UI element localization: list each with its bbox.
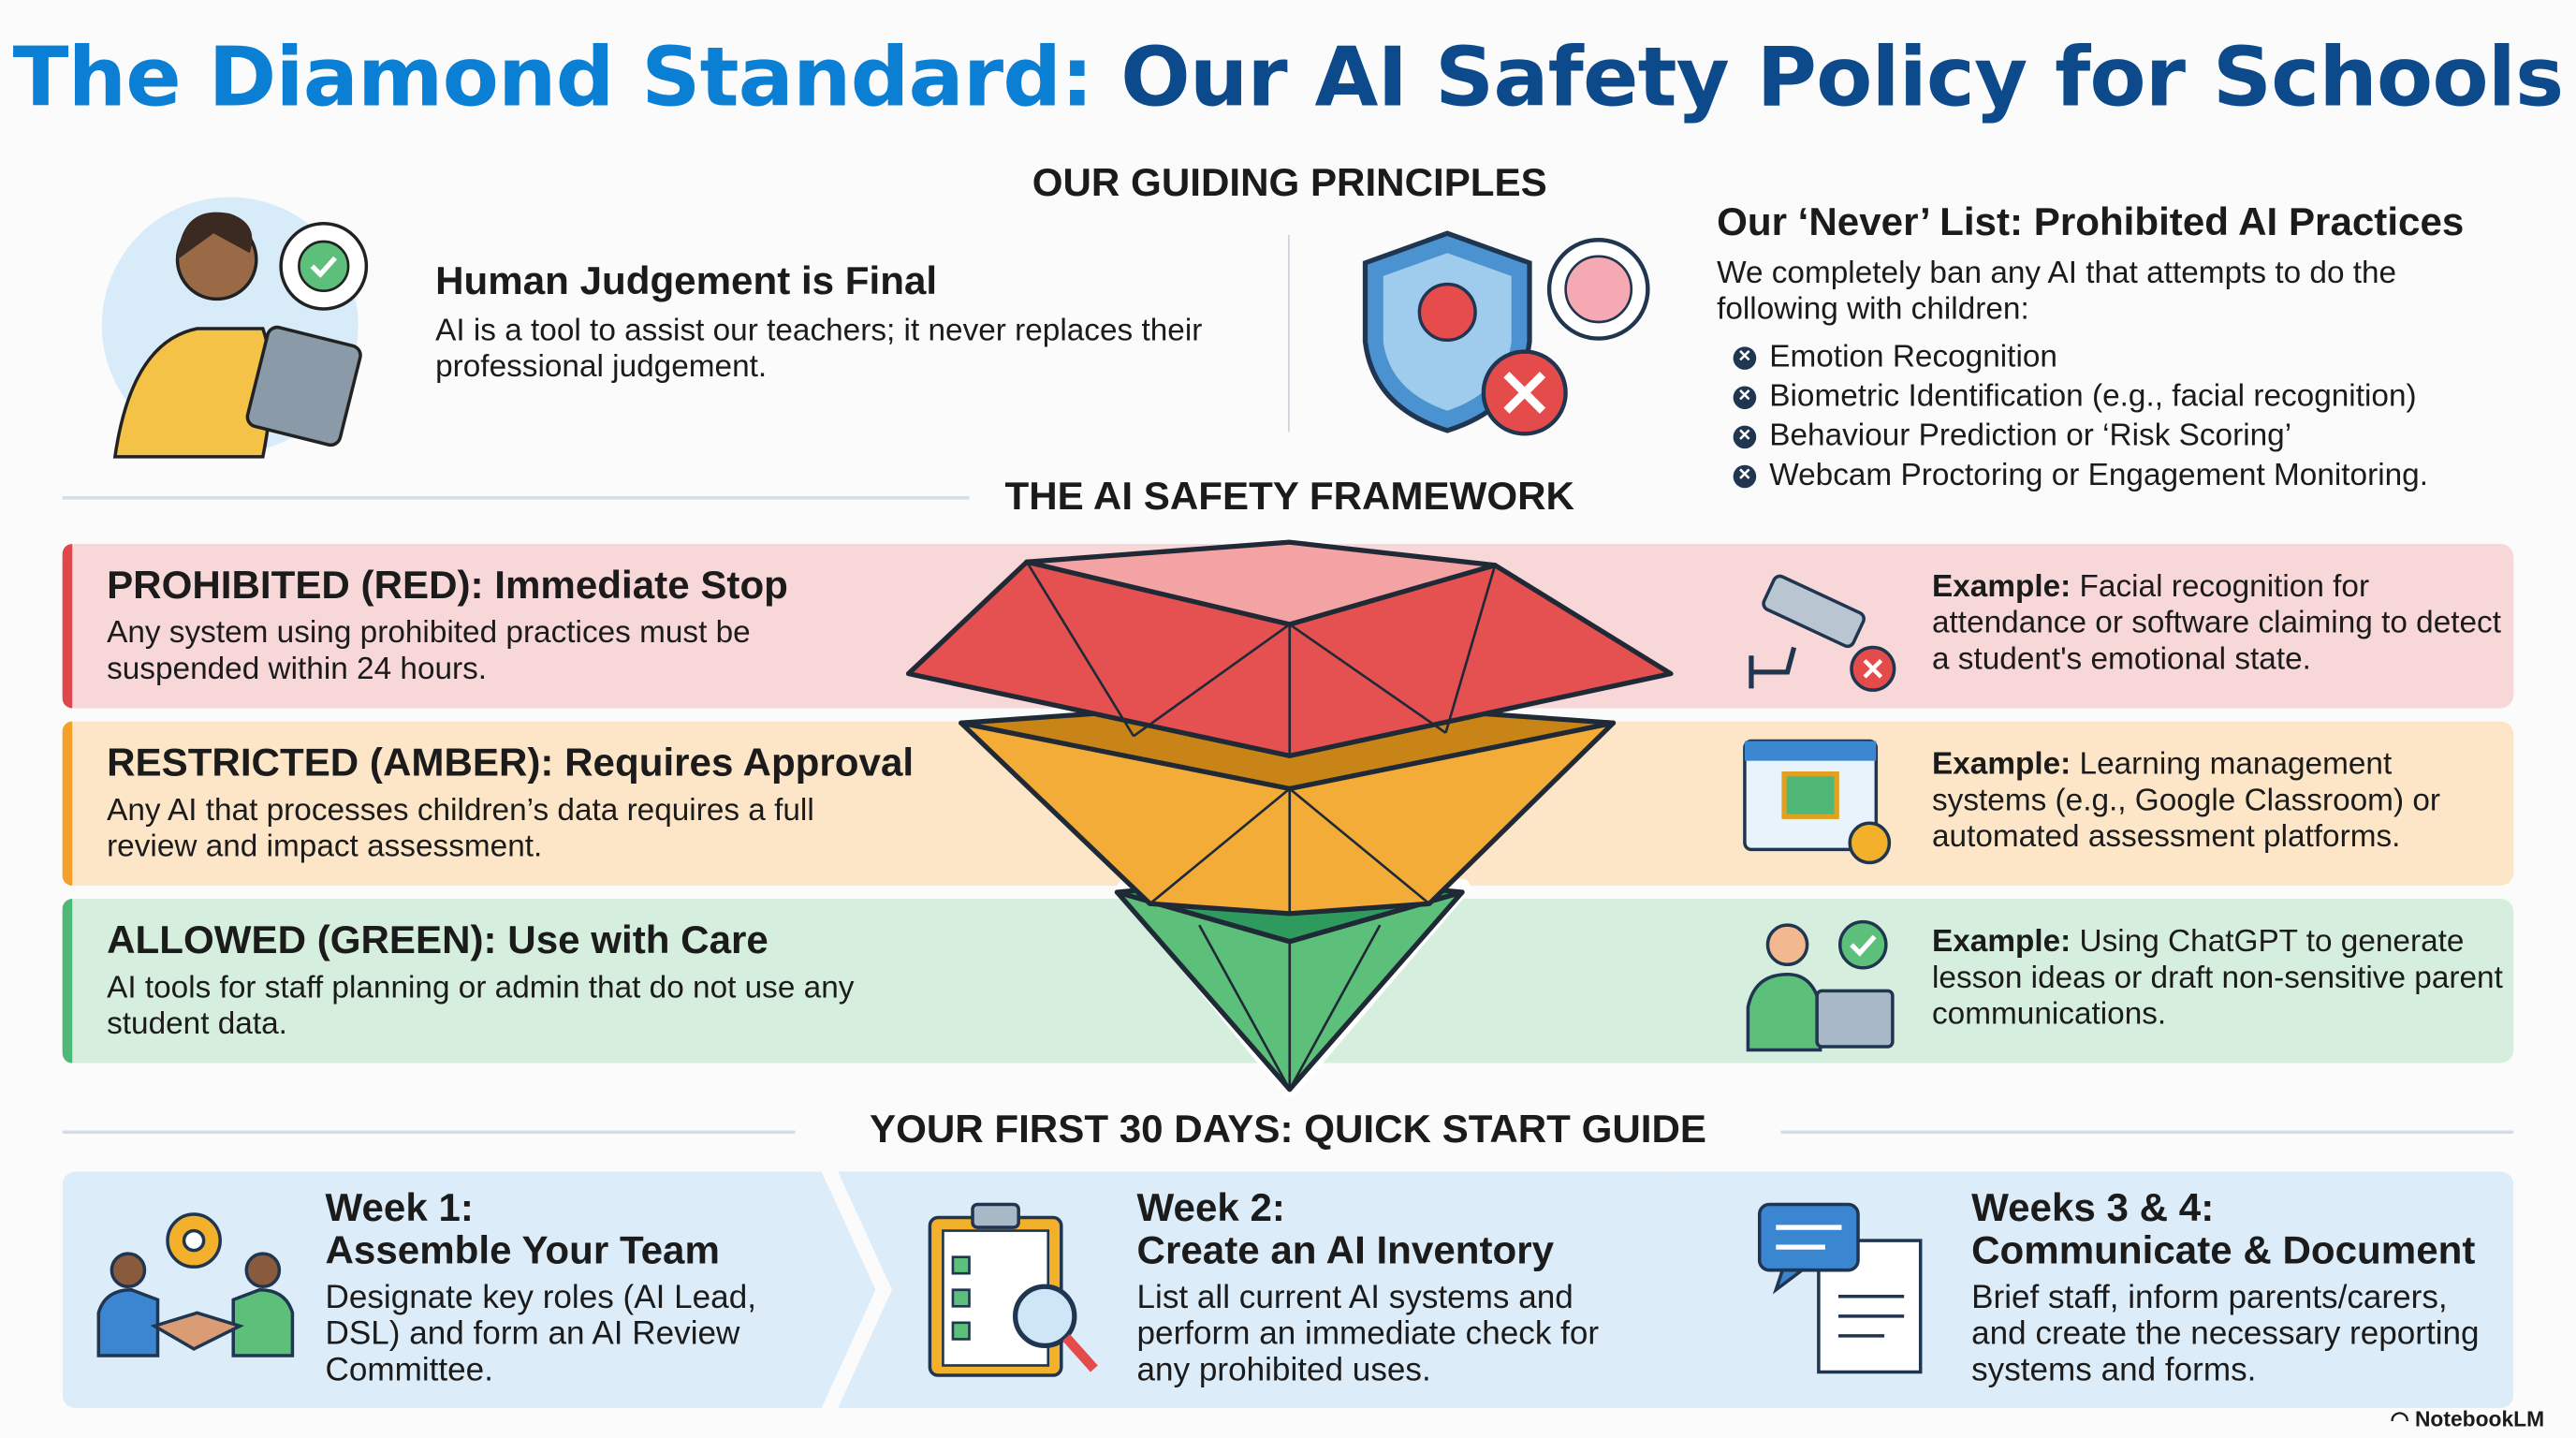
tier-color-bar <box>62 899 73 1064</box>
diamond-graphic <box>905 539 1674 1098</box>
tier-title: PROHIBITED (RED): Immediate Stop <box>107 563 788 609</box>
x-circle-icon: ✕ <box>1733 425 1757 449</box>
example-label: Example: <box>1931 570 2071 605</box>
step-week: Week 1: <box>325 1186 474 1231</box>
step-weeks-3-4: Weeks 3 & 4: Communicate & Document Brie… <box>1670 1171 2514 1409</box>
step-title: Assemble Your Team <box>325 1228 720 1274</box>
tier-title: RESTRICTED (AMBER): Requires Approval <box>107 741 915 785</box>
step-week-2: Week 2: Create an AI Inventory List all … <box>838 1171 1725 1409</box>
step-title: Communicate & Document <box>1971 1228 2476 1274</box>
tier-body: Any AI that processes children’s data re… <box>107 793 814 865</box>
item-text: Webcam Proctoring or Engagement Monitori… <box>1769 458 2428 493</box>
tier-color-bar <box>62 721 73 886</box>
quickstart-heading: YOUR FIRST 30 DAYS: QUICK START GUIDE <box>795 1107 1781 1154</box>
notebooklm-brand: ◠ NotebookLM <box>2390 1406 2545 1431</box>
example-label: Example: <box>1931 925 2071 960</box>
example-text: Learning management systems (e.g., Googl… <box>1931 747 2440 855</box>
divider <box>1287 234 1290 433</box>
framework-heading: THE AI SAFETY FRAMEWORK <box>1004 475 1574 520</box>
example-text: Using ChatGPT to generate lesson ideas o… <box>1931 925 2503 1033</box>
lms-window-gear-icon <box>1743 739 1892 865</box>
never-list: ✕ Emotion Recognition ✕ Biometric Identifi… <box>1733 339 2428 496</box>
human-judgement-body: AI is a tool to assist our teachers; it … <box>435 314 1203 385</box>
x-circle-icon: ✕ <box>1733 386 1757 410</box>
shield-brain-prohibited-icon <box>1362 230 1650 436</box>
step-body: Brief staff, inform parents/carers, and … <box>1971 1280 2480 1389</box>
brand-text: NotebookLM <box>2414 1406 2545 1431</box>
teacher-with-tablet-icon <box>101 197 369 459</box>
never-list-item: ✕ Behaviour Prediction or ‘Risk Scoring’ <box>1733 418 2428 457</box>
tier-body: AI tools for staff planning or admin tha… <box>107 971 855 1042</box>
tier-example: Example: Using ChatGPT to generate lesso… <box>1932 925 2507 1034</box>
item-text: Biometric Identification (e.g., facial r… <box>1769 379 2417 415</box>
example-label: Example: <box>1931 747 2071 783</box>
divider <box>62 496 970 500</box>
example-text: Facial recognition for attendance or sof… <box>1931 570 2502 678</box>
step-week: Weeks 3 & 4: <box>1971 1186 2215 1231</box>
team-handshake-gear-icon <box>96 1212 295 1357</box>
never-list-item: ✕ Webcam Proctoring or Engagement Monitor… <box>1733 457 2428 496</box>
never-list-item: ✕ Biometric Identification (e.g., facial … <box>1733 378 2428 418</box>
step-week: Week 2: <box>1136 1186 1285 1231</box>
title-part1: The Diamond Standard: <box>12 29 1094 125</box>
x-circle-icon: ✕ <box>1733 346 1757 370</box>
tier-title: ALLOWED (GREEN): Use with Care <box>107 918 768 963</box>
tier-body: Any system using prohibited practices mu… <box>107 616 751 687</box>
guiding-principles-heading: OUR GUIDING PRINCIPLES <box>1032 160 1547 206</box>
step-week-1: Week 1: Assemble Your Team Designate key… <box>62 1171 876 1409</box>
tier-color-bar <box>62 543 73 709</box>
tier-example: Example: Facial recognition for attendan… <box>1932 570 2507 679</box>
item-text: Behaviour Prediction or ‘Risk Scoring’ <box>1769 418 2292 454</box>
page-title: The Diamond Standard: Our AI Safety Poli… <box>0 30 2576 125</box>
step-title: Create an AI Inventory <box>1136 1228 1555 1274</box>
clipboard-checklist-icon <box>928 1202 1098 1377</box>
step-body: Designate key roles (AI Lead, DSL) and f… <box>325 1280 757 1389</box>
never-list-title: Our ‘Never’ List: Prohibited AI Practice… <box>1717 200 2465 245</box>
person-laptop-check-icon <box>1746 919 1895 1052</box>
x-circle-icon: ✕ <box>1733 464 1757 489</box>
never-list-intro: We completely ban any AI that attempts t… <box>1717 256 2397 328</box>
tier-example: Example: Learning management systems (e.… <box>1932 748 2507 857</box>
security-camera-icon <box>1749 574 1896 692</box>
item-text: Emotion Recognition <box>1769 340 2057 375</box>
human-judgement-title: Human Judgement is Final <box>435 259 938 304</box>
step-body: List all current AI systems and perform … <box>1136 1280 1600 1389</box>
message-document-icon <box>1757 1202 1923 1374</box>
never-list-item: ✕ Emotion Recognition <box>1733 339 2428 378</box>
title-part2: Our AI Safety Policy for Schools <box>1120 29 2564 125</box>
